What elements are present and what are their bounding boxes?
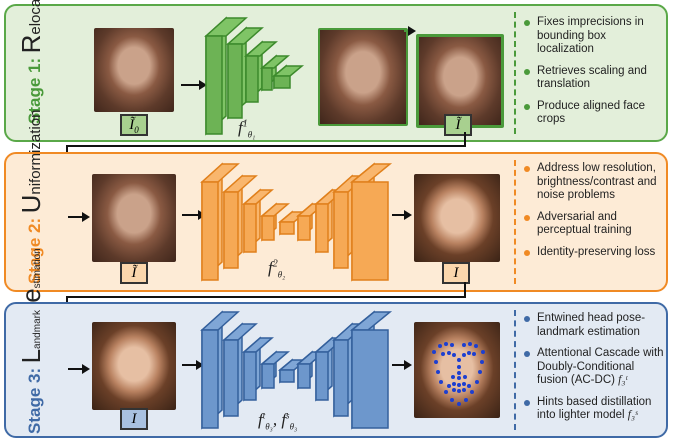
stage-2-output-face: [414, 174, 500, 262]
stage-3-label: Stage 3: Landmark estimation: [16, 248, 47, 434]
stage-2-output-tag: I: [442, 262, 470, 284]
stage-1-align-arrow: [404, 26, 416, 36]
stage-2-network: [200, 162, 393, 282]
stage-1-arrow-in: [181, 80, 207, 90]
stage-2-input-face: [92, 174, 176, 262]
stage-2-panel: Stage 2: Uniformization Ĩ f2θ₂ I Address…: [4, 110, 668, 292]
stage-3-tag: Stage 3:: [25, 367, 44, 434]
stage-1-bullet: Produce aligned face crops: [524, 100, 664, 127]
stage-2-function: f2θ₂: [268, 258, 286, 280]
stage-1-panel: Stage 1: Relocalisation Ĩ0 f1θ₁ Ĩ Fixes …: [4, 0, 668, 142]
connector-1-2-top: [66, 145, 466, 147]
stage-2-bullet: Identity-preserving loss: [524, 246, 666, 260]
connector-2-3-riser: [464, 282, 466, 296]
stage-1-output-face: [416, 34, 504, 128]
stage-1-network: [204, 16, 305, 136]
stage-3-bullet: Attentional Cascade with Doubly-Conditio…: [524, 347, 666, 388]
stage-2-bullet: Adversarial and perceptual training: [524, 211, 666, 238]
stage-2-arrow-in: [182, 210, 206, 220]
stage-3-network: [200, 310, 393, 430]
stage-3-bullets: Entwined head pose-landmark estimation A…: [524, 312, 666, 431]
stage-3-arrow-out: [392, 360, 412, 370]
connector-1-2-riser: [464, 132, 466, 145]
stage-2-separator: [514, 160, 516, 284]
stage-3-output-face: [414, 322, 500, 418]
stage-2-arrow-out: [392, 210, 412, 220]
stage-3-bullet: Entwined head pose-landmark estimation: [524, 312, 666, 339]
stage-3-separator: [514, 310, 516, 430]
stage-2-bullet: Address low resolution, brightness/contr…: [524, 162, 666, 203]
stage-2-bullets: Address low resolution, brightness/contr…: [524, 162, 666, 267]
stage-1-bullet: Fixes imprecisions in bounding box local…: [524, 16, 664, 57]
stage-1-separator: [514, 12, 516, 134]
connector-2-3-top: [66, 296, 466, 298]
stage-2-cap: Uniformization: [16, 109, 46, 214]
stage-3-arrow-enter: [68, 364, 90, 374]
stage-1-label: Stage 1: Relocalisation: [16, 0, 47, 124]
landmark-points: [432, 342, 485, 406]
stage-1-input-face: [94, 28, 174, 112]
stage-3-cap: Landmark estimation: [16, 248, 46, 364]
stage-3-arrow-in: [182, 360, 204, 370]
stage-3-input-face: [92, 322, 176, 410]
stage-3-input-tag: I: [120, 408, 148, 430]
stage-2-arrow-enter: [68, 212, 90, 222]
stage-1-input-tag: Ĩ0: [120, 114, 148, 136]
stage-3-panel: Stage 3: Landmark estimation I ftθ₃, fsθ…: [4, 248, 668, 438]
stage-1-output-tag: Ĩ: [444, 114, 472, 136]
stage-1-cap: Relocalisation: [16, 0, 46, 54]
stage-1-crop-face: [318, 28, 408, 126]
stage-3-bullet: Hints based distillation into lighter mo…: [524, 396, 666, 423]
stage-1-bullets: Fixes imprecisions in bounding box local…: [524, 16, 664, 135]
stage-3-function: ftθ₃, fsθ₃: [258, 410, 298, 432]
stage-1-function: f1θ₁: [238, 118, 256, 140]
stage-2-input-tag: Ĩ: [120, 262, 148, 284]
stage-1-bullet: Retrieves scaling and translation: [524, 65, 664, 92]
